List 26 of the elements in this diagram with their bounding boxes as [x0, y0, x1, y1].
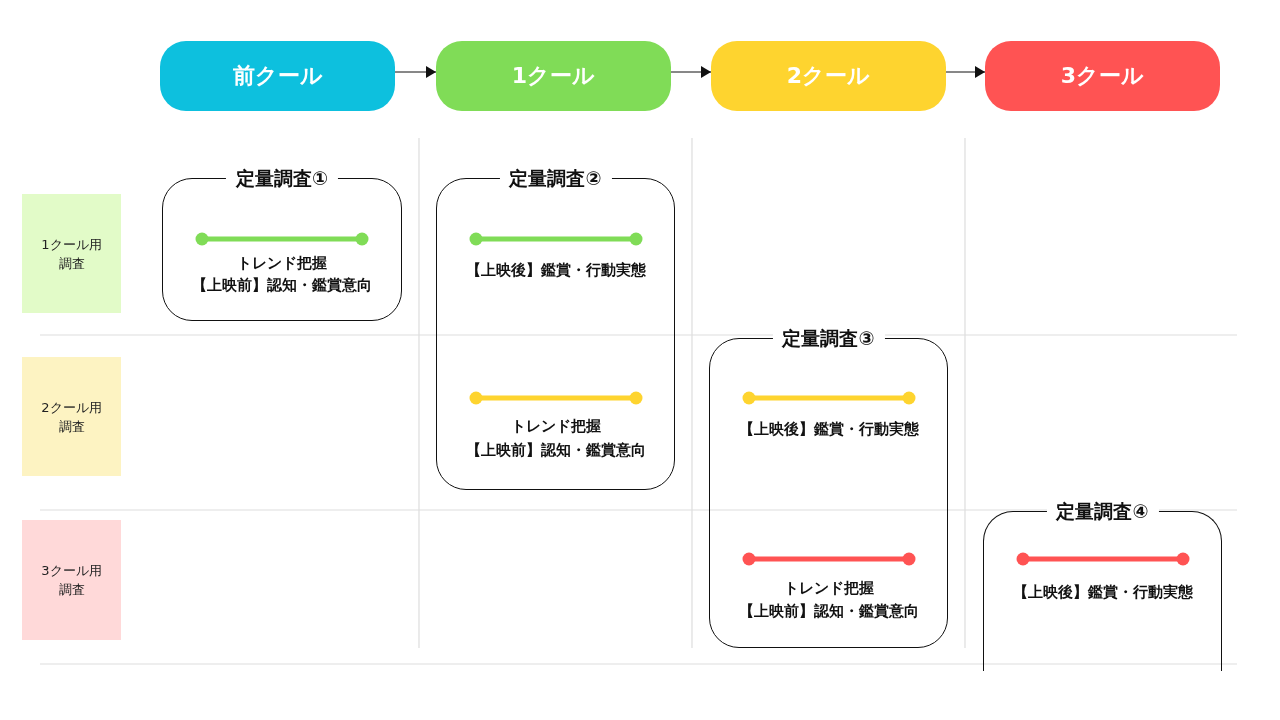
survey-title: 定量調査① — [225, 166, 339, 190]
row-label: 1クール用調査 — [40, 235, 103, 273]
survey-item-text: トレンド把握 — [510, 417, 601, 436]
period-box: 1クール — [436, 41, 671, 111]
survey-item-text: トレンド把握 — [237, 254, 327, 273]
period-box: 前クール — [160, 41, 395, 111]
survey-title: 定量調査② — [499, 166, 612, 190]
arrow — [945, 66, 986, 78]
arrow — [670, 66, 712, 78]
survey-title: 定量調査④ — [1046, 499, 1159, 523]
survey-item-text: トレンド把握 — [783, 579, 874, 598]
survey-item-text: 【上映後】鑑賞・行動実態 — [465, 261, 646, 280]
row-label: 2クール用調査 — [40, 398, 103, 436]
arrow — [394, 66, 437, 78]
survey-item-text: 【上映後】鑑賞・行動実態 — [738, 420, 919, 439]
period-box: 3クール — [985, 41, 1220, 111]
survey-item-text: 【上映前】認知・鑑賞意向 — [192, 276, 372, 295]
survey-group-box — [22, 357, 121, 476]
survey-item-text: 【上映後】鑑賞・行動実態 — [1012, 583, 1193, 602]
survey-item-text: 【上映前】認知・鑑賞意向 — [465, 441, 646, 460]
survey-group-box — [22, 520, 121, 640]
survey-item-text: 【上映前】認知・鑑賞意向 — [738, 602, 919, 621]
survey-group-box — [22, 194, 121, 313]
period-box: 2クール — [711, 41, 946, 111]
survey-title: 定量調査③ — [772, 326, 885, 350]
row-label: 3クール用調査 — [40, 562, 103, 599]
